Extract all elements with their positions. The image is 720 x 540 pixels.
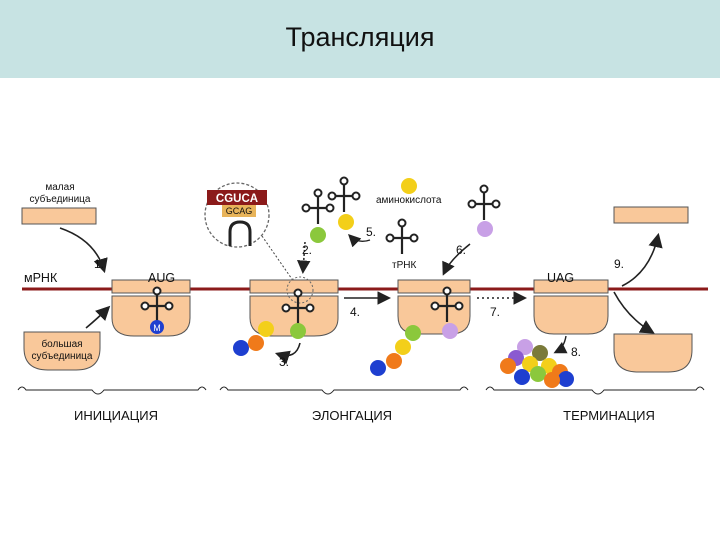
- released-aa-purple: [477, 221, 493, 237]
- methionine-icon: [150, 320, 164, 334]
- chain-aa-purple: [442, 323, 458, 339]
- arrow-step6: [442, 243, 471, 276]
- chain-aa-yellow: [395, 339, 411, 355]
- chain-aa-blue: [370, 360, 386, 376]
- arrow-step5: [348, 234, 371, 248]
- codon-label: CGUCA: [216, 193, 258, 205]
- small-subunit-label-top: малая: [45, 182, 74, 193]
- title-bar: [0, 0, 720, 78]
- free-small-subunit: [21, 207, 97, 225]
- step4-label: 4.: [350, 305, 360, 319]
- protein-aa-2: [532, 345, 548, 361]
- stop-codon-label: UAG: [547, 271, 574, 285]
- step1-label: 1.: [94, 257, 104, 271]
- charged-aa-yellow: [338, 214, 354, 230]
- arrow-step1: [59, 227, 108, 274]
- methionine-label: M: [153, 323, 161, 333]
- stage-elongation-label: ЭЛОНГАЦИЯ: [312, 408, 392, 423]
- free-trna-icon: [385, 218, 419, 256]
- anticodon-label: GCAG: [226, 206, 253, 216]
- protein-aa-9: [514, 369, 530, 385]
- protein-aa-11: [544, 372, 560, 388]
- termination-brace: [485, 386, 705, 395]
- protein-aa-8: [530, 366, 546, 382]
- chain-aa-green: [405, 325, 421, 341]
- stage-initiation-label: ИНИЦИАЦИЯ: [74, 408, 158, 423]
- inset-pointer-line: [261, 235, 295, 283]
- codon-focus-circle: [286, 276, 314, 304]
- arrow-step9: [621, 232, 663, 287]
- free-large-subunit: [23, 331, 101, 371]
- arrow-large-subunit-release: [613, 291, 655, 334]
- step6-label: 6.: [456, 243, 466, 257]
- large-subunit-label-top: большая: [41, 338, 82, 350]
- start-codon-label: AUG: [148, 271, 175, 285]
- page-title: Трансляция: [285, 22, 435, 52]
- step2-label: 2.: [302, 243, 312, 257]
- step5-label: 5.: [366, 225, 376, 239]
- elongation-brace: [219, 386, 469, 395]
- large-subunit-label-bottom: субъединица: [32, 350, 93, 362]
- ribosome4-small-subunit: [533, 279, 609, 294]
- initiation-brace: [17, 386, 207, 395]
- ribosome3-small-subunit: [397, 279, 471, 294]
- codon-bar: [207, 190, 267, 205]
- step3-label: 3.: [279, 355, 289, 369]
- step9-label: 9.: [614, 257, 624, 271]
- protein-aa-1: [517, 339, 533, 355]
- small-subunit-label-bottom: субъединица: [30, 193, 91, 205]
- peptide-aa-green: [290, 323, 306, 339]
- incoming-aa-green: [310, 227, 326, 243]
- peptide-aa-yellow: [258, 321, 274, 337]
- trna-loop-icon: [228, 220, 252, 246]
- amino-acid-label: аминокислота: [376, 195, 442, 206]
- arrow-step8: [553, 335, 568, 354]
- free-amino-acid-icon: [401, 178, 417, 194]
- arrow-step2: [296, 241, 311, 274]
- protein-aa-5: [500, 358, 516, 374]
- protein-aa-10: [558, 371, 574, 387]
- anticodon-bar: [222, 205, 256, 217]
- released-small-subunit: [613, 206, 689, 224]
- ribosome4-large-subunit: [533, 295, 609, 335]
- peptide-aa-blue: [233, 340, 249, 356]
- released-trna-icon: [467, 184, 501, 222]
- stage-termination-label: ТЕРМИНАЦИЯ: [563, 408, 655, 423]
- mrna-label: мРНК: [24, 271, 58, 285]
- released-large-subunit: [613, 333, 693, 373]
- arrow-large-subunit-join: [85, 305, 111, 329]
- ribosome1-small-subunit: [111, 279, 191, 294]
- step7-label: 7.: [490, 305, 500, 319]
- chain-aa-orange: [386, 353, 402, 369]
- trna-label: тРНК: [392, 260, 416, 271]
- arrow-step3: [274, 342, 301, 365]
- peptide-aa-orange: [248, 335, 264, 351]
- step8-label: 8.: [571, 345, 581, 359]
